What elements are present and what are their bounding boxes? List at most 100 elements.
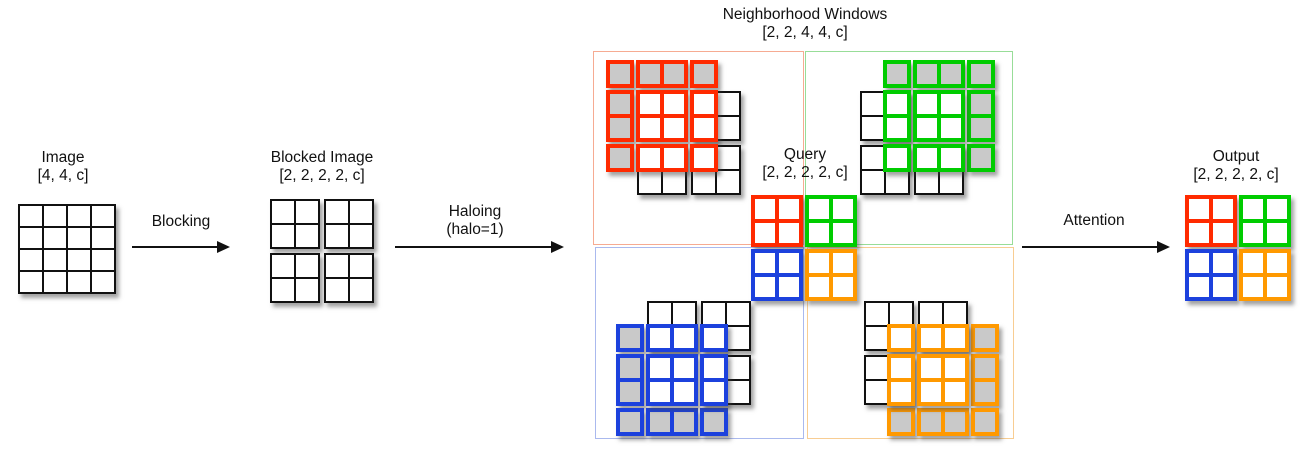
grid-cell: [692, 92, 716, 116]
grid-cell: [638, 62, 662, 86]
grid-cell: [919, 380, 943, 404]
grid-cell: [43, 249, 67, 271]
grid-cell: [919, 326, 943, 350]
grid-cell: [349, 254, 373, 278]
window-red-halo-cells: [606, 60, 634, 88]
grid-cell: [1241, 251, 1265, 275]
window-green-halo-cells: [967, 60, 995, 88]
grid-cell: [726, 326, 750, 350]
grid-cell: [777, 275, 801, 299]
grid-cell: [939, 62, 963, 86]
grid-cell: [43, 227, 67, 249]
grid-cell: [919, 302, 943, 326]
grid-cell: [777, 251, 801, 275]
window-orange-cells: [917, 324, 969, 352]
grid-cell: [919, 356, 943, 380]
window-blue-halo-cells: [616, 408, 644, 436]
grid-cell: [889, 356, 913, 380]
grid-cell: [67, 227, 91, 249]
grid-cell: [969, 116, 993, 140]
grid-cell: [885, 170, 909, 194]
output-blocks-orange: [1239, 249, 1291, 301]
image-grid: [18, 204, 116, 294]
output-blocks-red: [1185, 195, 1237, 247]
grid-cell: [1211, 275, 1235, 299]
grid-cell: [973, 326, 997, 350]
haloing-label-text: Haloing: [448, 203, 502, 220]
grid-cell: [672, 410, 696, 434]
blocked-image-block: [270, 253, 320, 303]
grid-cell: [271, 254, 295, 278]
window-red-halo-cells: [636, 60, 688, 88]
grid-cell: [889, 380, 913, 404]
window-red-cells: [636, 90, 688, 142]
haloing-arrow-label: Haloing (halo=1): [446, 203, 503, 239]
grid-cell: [91, 227, 115, 249]
grid-cell: [753, 197, 777, 221]
window-blue-cells: [646, 354, 698, 406]
grid-cell: [885, 62, 909, 86]
grid-cell: [807, 221, 831, 245]
window-red-cells: [690, 144, 718, 172]
grid-cell: [1187, 197, 1211, 221]
grid-cell: [325, 254, 349, 278]
image-shape: [4, 4, c]: [37, 167, 89, 184]
grid-cell: [831, 197, 855, 221]
grid-cell: [865, 302, 889, 326]
window-orange-halo-cells: [971, 324, 999, 352]
region-box-orange: [807, 247, 1014, 439]
grid-cell: [861, 146, 885, 170]
grid-cell: [865, 356, 889, 380]
grid-cell: [915, 116, 939, 140]
grid-cell: [662, 170, 686, 194]
haloing-sublabel-text: (halo=1): [446, 221, 504, 238]
grid-cell: [943, 380, 967, 404]
window-orange-cells: [917, 354, 969, 406]
attention-arrow-label: Attention: [1063, 212, 1124, 230]
window-red-halo-cells: [606, 90, 634, 142]
blocking-label-text: Blocking: [151, 213, 211, 230]
grid-cell: [969, 92, 993, 116]
grid-cell: [716, 92, 740, 116]
grid-cell: [67, 271, 91, 293]
grid-cell: [648, 410, 672, 434]
grid-cell: [271, 200, 295, 224]
grid-cell: [943, 326, 967, 350]
grid-cell: [889, 302, 913, 326]
grid-cell: [716, 146, 740, 170]
grid-cell: [889, 326, 913, 350]
grid-cell: [716, 170, 740, 194]
window-blue-halo-cells: [616, 324, 644, 352]
grid-cell: [973, 356, 997, 380]
output-shape: [2, 2, 2, 2, c]: [1193, 166, 1279, 183]
grid-cell: [702, 302, 726, 326]
grid-cell: [91, 271, 115, 293]
grid-cell: [43, 271, 67, 293]
query-shape: [2, 2, 2, 2, c]: [762, 164, 848, 181]
grid-cell: [885, 146, 909, 170]
query-title: Query: [783, 146, 827, 163]
output-title: Output: [1212, 148, 1260, 165]
grid-cell: [885, 92, 909, 116]
stage-label-blocked-image: Blocked Image [2, 2, 2, 2, c]: [271, 149, 374, 185]
window-red-cells: [690, 90, 718, 142]
grid-cell: [915, 62, 939, 86]
haloing-arrowhead-icon: [551, 241, 564, 253]
grid-cell: [777, 221, 801, 245]
grid-cell: [939, 92, 963, 116]
grid-cell: [672, 326, 696, 350]
window-blue-cells: [646, 324, 698, 352]
grid-cell: [662, 62, 686, 86]
window-blue-halo-cells: [616, 354, 644, 406]
query-blocks-orange: [805, 249, 857, 301]
grid-cell: [692, 170, 716, 194]
grid-cell: [638, 92, 662, 116]
attention-arrowhead-icon: [1157, 241, 1170, 253]
grid-cell: [692, 62, 716, 86]
grid-cell: [662, 92, 686, 116]
window-blue-cells: [700, 324, 728, 352]
grid-cell: [889, 410, 913, 434]
grid-cell: [67, 205, 91, 227]
blocking-arrow: [132, 241, 230, 253]
grid-cell: [865, 380, 889, 404]
